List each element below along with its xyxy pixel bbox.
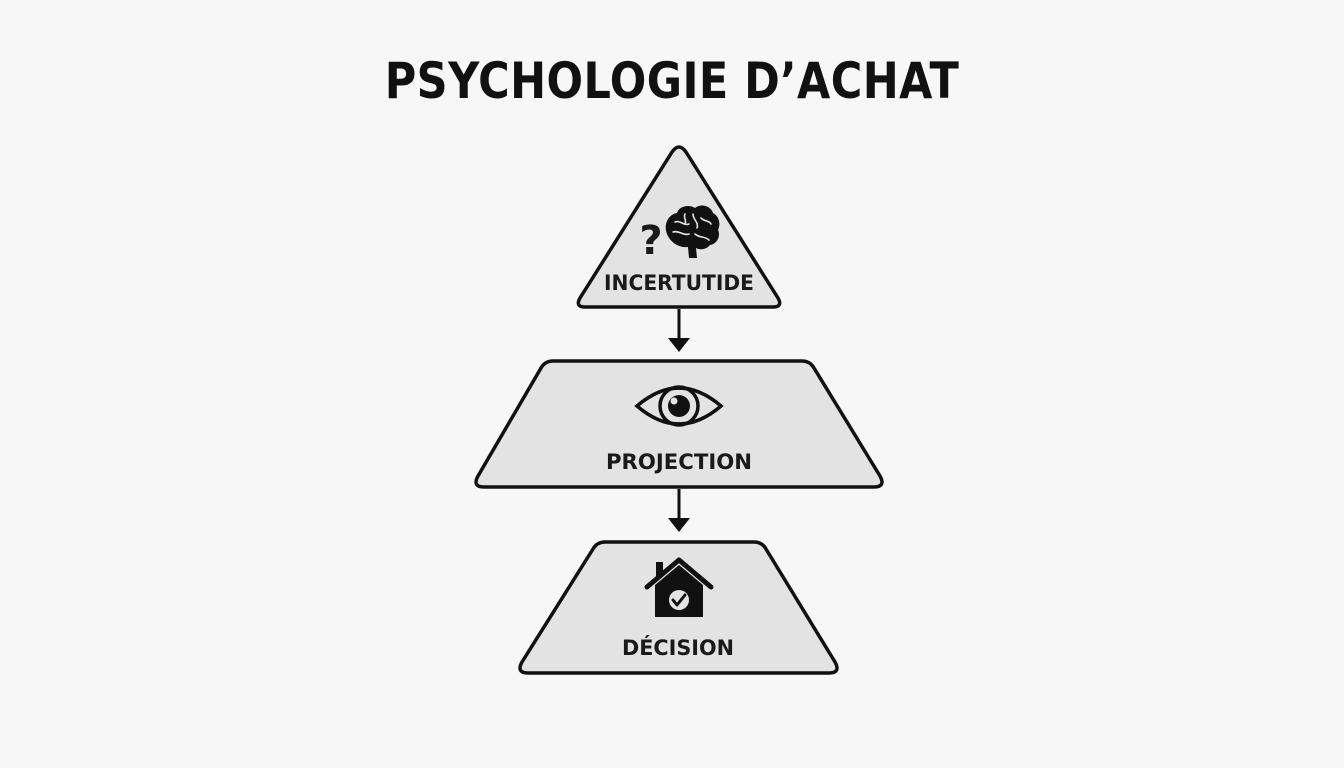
house-check-icon xyxy=(644,557,714,617)
arrow-2 xyxy=(668,489,690,532)
svg-text:?: ? xyxy=(639,218,662,264)
diagram-title: PSYCHOLOGIE D’ACHAT xyxy=(384,52,960,110)
arrow-1 xyxy=(668,309,690,352)
question-brain-icon: ? xyxy=(639,205,720,264)
eye-icon xyxy=(634,385,724,427)
stage-projection: PROJECTION xyxy=(474,359,884,489)
stage-label-projection: PROJECTION xyxy=(606,450,752,474)
stage-label-incertitude: INCERTUTIDE xyxy=(604,271,754,295)
stage-incertitude: ? INCERTUTIDE xyxy=(576,145,782,309)
stage-label-decision: DÉCISION xyxy=(622,635,734,660)
stage-decision: DÉCISION xyxy=(518,540,839,675)
